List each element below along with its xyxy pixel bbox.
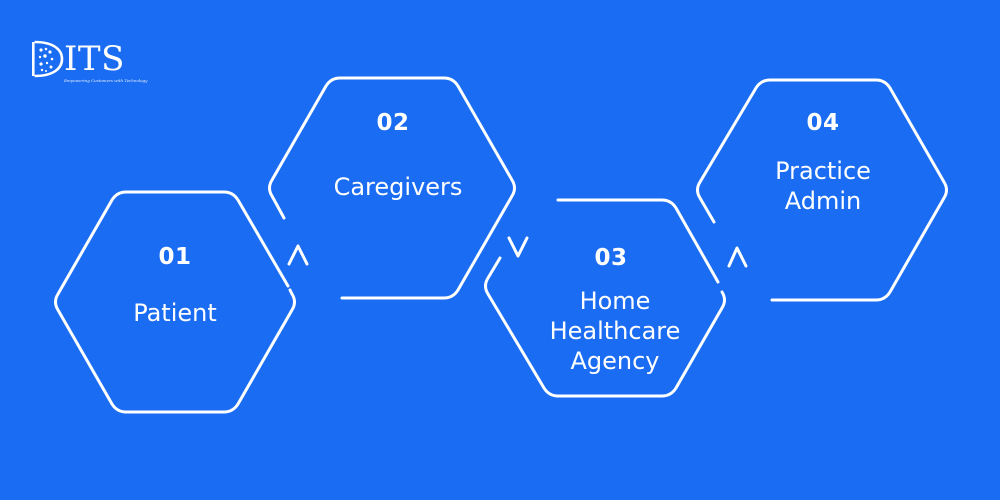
hexagon-patient	[54, 190, 296, 414]
step-label-caregivers: Caregivers	[333, 173, 463, 201]
arrow-down-icon	[507, 236, 529, 258]
logo-tagline: Empowering Customers with Technology	[64, 78, 148, 83]
hexagon-home-healthcare	[556, 198, 720, 284]
hexagon-home-healthcare-lower	[484, 256, 726, 398]
step-label-patient: Patient	[133, 299, 217, 327]
logo-mark-icon	[32, 40, 64, 78]
company-logo: ITS Empowering Customers with Technology	[28, 36, 148, 92]
step-number-02: 02	[376, 110, 410, 136]
step-number-01: 01	[158, 244, 192, 270]
arrow-up-icon-2	[727, 246, 748, 268]
logo-text: ITS	[64, 39, 125, 79]
hexagon-caregivers	[268, 76, 516, 300]
arrow-up-icon	[287, 244, 309, 266]
step-number-03: 03	[594, 245, 628, 271]
step-number-04: 04	[806, 110, 840, 136]
hexagon-practice-admin	[696, 78, 948, 302]
